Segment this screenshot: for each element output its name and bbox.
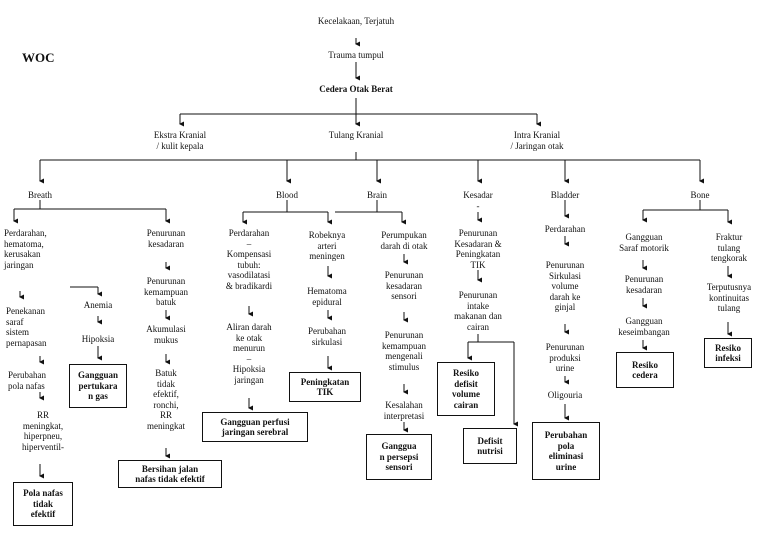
brain-kesalahan: Kesalahan interpretasi — [383, 400, 425, 421]
breath-bersihan-box: Bersihan jalan nafas tidak efektif — [118, 460, 222, 488]
brain-kemampuan-mengenali: Penurunan kemampuan mengenali stimulus — [382, 330, 426, 372]
node-trauma: Trauma tumpul — [328, 50, 384, 60]
bone-infeksi-box: Resiko infeksi — [704, 338, 752, 368]
bladder-sirkulasi: Penurunan Sirkulasi volume darah ke ginj… — [545, 260, 585, 312]
blood-aliran-darah: Aliran darah ke otak menurun – Hipoksia … — [226, 322, 272, 385]
node-breath: Breath — [28, 190, 52, 200]
node-main: Cedera Otak Berat — [319, 84, 393, 94]
blood-hematoma: Hematoma epidural — [307, 286, 347, 307]
node-tulang-kranial: Tulang Kranial — [328, 130, 384, 140]
brain-perumpukan: Perumpukan darah di otak — [380, 230, 428, 251]
node-intra-kranial: Intra Kranial / Jaringan otak — [510, 130, 564, 151]
bone-keseimbangan: Gangguan keseimbangan — [618, 316, 670, 337]
node-cause: Kecelakaan, Terjatuh — [317, 16, 395, 26]
node-ekstra-kranial: Ekstra Kranial / kulit kepala — [153, 130, 207, 151]
breath-perdarahan: Perdarahan, hematoma, kerusakan jaringan — [4, 228, 47, 270]
bone-fraktur: Fraktur tulang tengkorak — [711, 232, 747, 263]
blood-tik-box: Peningkatan TIK — [289, 372, 361, 402]
node-bladder: Bladder — [550, 190, 580, 200]
breath-batuk-tidak-efektif: Batuk tidak efektif, ronchi, RR meningka… — [147, 368, 185, 431]
node-blood: Blood — [275, 190, 298, 200]
blood-perubahan-sirkulasi: Perubahan sirkulasi — [308, 326, 346, 347]
bone-saraf-motorik: Gangguan Saraf motorik — [619, 232, 669, 253]
brain-persepsi-box: Ganggua n persepsi sensori — [366, 434, 432, 480]
bladder-eliminasi-box: Perubahan pola eliminasi urine — [532, 422, 600, 480]
kesadaran-nutrisi-box: Defisit nutrisi — [463, 428, 517, 464]
breath-anemia: Anemia — [83, 300, 113, 310]
breath-penekanan: Penekanan saraf sistem pernapasan — [6, 306, 47, 348]
node-kesadaran: Kesadar - — [463, 190, 493, 211]
bone-kesadaran: Penurunan kesadaran — [624, 274, 664, 295]
blood-perfusi-box: Gangguan perfusi jaringan serebral — [202, 412, 308, 442]
blood-perdarahan: Perdarahan – Kompensasi tubuh: vasodilat… — [225, 228, 273, 291]
bladder-oligouria: Oligouria — [547, 390, 583, 400]
woc-label: WOC — [22, 50, 55, 65]
bone-kontinuitas: Terputusnya kontinuitas tulang — [706, 282, 752, 313]
breath-pertukaran-gas-box: Gangguan pertukara n gas — [69, 364, 127, 408]
bone-cedera-box: Resiko cedera — [616, 352, 674, 388]
kesadaran-penurunan: Penurunan Kesadaran & Peningkatan TIK — [454, 228, 502, 270]
breath-hipoksia: Hipoksia — [81, 334, 115, 344]
kesadaran-cairan-box: Resiko defisit volume cairan — [437, 362, 495, 416]
breath-perubahan-pola: Perubahan pola nafas — [8, 370, 46, 391]
node-bone: Bone — [690, 190, 710, 200]
breath-penurunan-kesadaran: Penurunan kesadaran — [146, 228, 186, 249]
blood-robeknya: Robeknya arteri meningen — [308, 230, 346, 261]
brain-kesadaran-sensori: Penurunan kesadaran sensori — [384, 270, 424, 301]
breath-rr: RR meningkat, hiperpneu, hiperventil- — [22, 410, 64, 452]
breath-akumulasi: Akumulasi mukus — [146, 324, 186, 345]
bladder-produksi: Penurunan produksi urine — [545, 342, 585, 373]
bladder-perdarahan: Perdarahan — [544, 224, 586, 234]
breath-pola-nafas-box: Pola nafas tidak efektif — [13, 482, 73, 526]
node-brain: Brain — [367, 190, 387, 200]
kesadaran-intake: Penurunan intake makanan dan cairan — [454, 290, 502, 332]
breath-kemampuan-batuk: Penurunan kemampuan batuk — [144, 276, 188, 307]
